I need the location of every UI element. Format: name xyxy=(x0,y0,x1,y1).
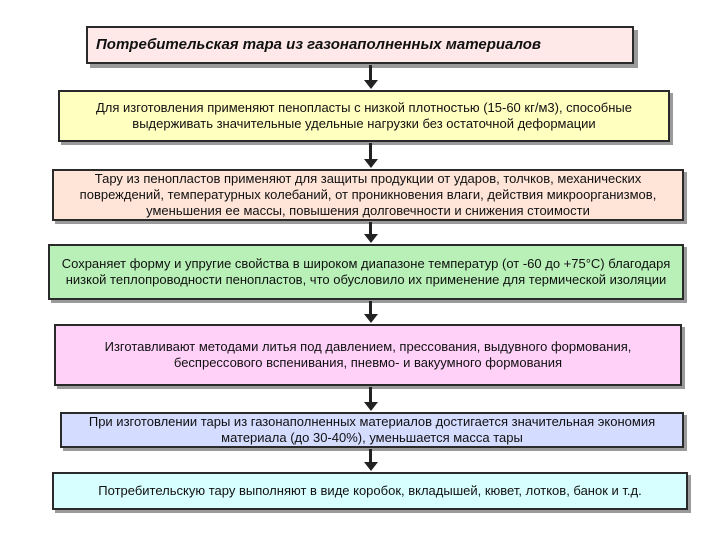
diagram-title: Потребительская тара из газонаполненных … xyxy=(96,36,541,53)
flow-box-2-text: Тару из пенопластов применяют для защиты… xyxy=(79,171,657,218)
connector-arrow xyxy=(364,387,378,411)
flow-box-1-text: Для изготовления применяют пенопласты с … xyxy=(95,100,633,131)
connector-arrow xyxy=(364,449,378,471)
flow-box-6-text: Потребительскую тару выполняют в виде ко… xyxy=(98,483,642,498)
connector-arrow xyxy=(364,65,378,89)
connector-arrow xyxy=(364,301,378,323)
flow-box-3: Сохраняет форму и упругие свойства в шир… xyxy=(48,244,684,300)
flow-box-2: Тару из пенопластов применяют для защиты… xyxy=(52,169,684,221)
connector-arrow xyxy=(364,222,378,243)
flow-box-1: Для изготовления применяют пенопласты с … xyxy=(58,90,670,142)
flow-box-6: Потребительскую тару выполняют в виде ко… xyxy=(52,472,688,510)
flow-box-4: Изготавливают методами литья под давлени… xyxy=(54,324,682,386)
flow-box-3-text: Сохраняет форму и упругие свойства в шир… xyxy=(61,256,671,287)
flow-box-5: При изготовлении тары из газонаполненных… xyxy=(60,412,684,448)
connector-arrow xyxy=(364,143,378,168)
flow-box-4-text: Изготавливают методами литья под давлени… xyxy=(104,339,632,370)
diagram-title-box: Потребительская тара из газонаполненных … xyxy=(86,26,634,64)
flow-box-5-text: При изготовлении тары из газонаполненных… xyxy=(88,414,656,445)
